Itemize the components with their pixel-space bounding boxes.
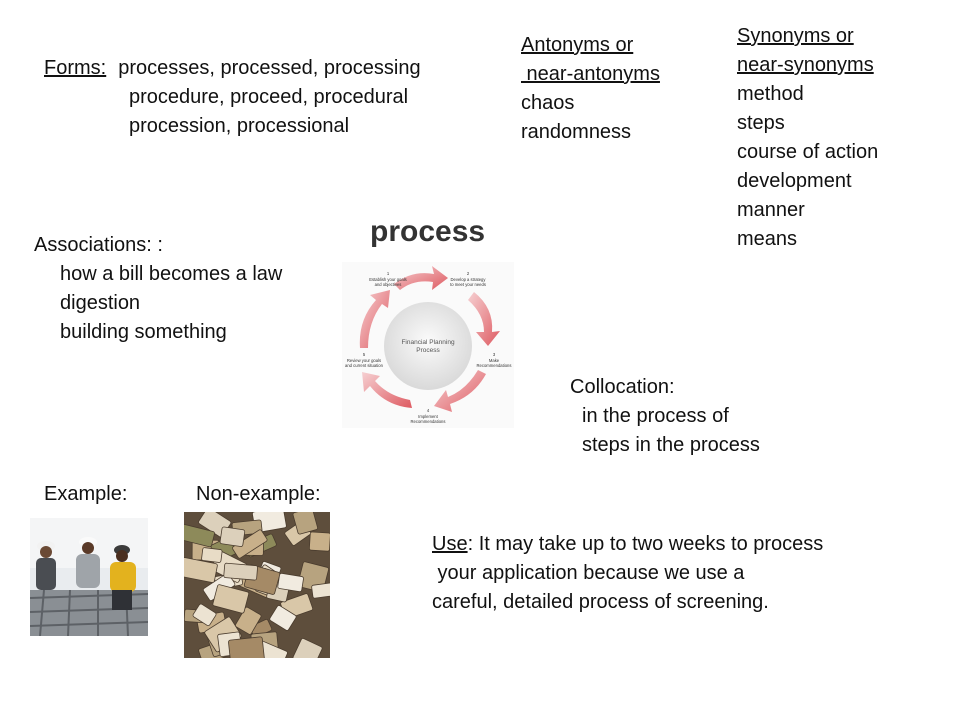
- association-item: how a bill becomes a law: [60, 263, 283, 285]
- forms-values-3: procession, processional: [129, 115, 350, 137]
- antonym-item: chaos: [521, 92, 575, 114]
- use-sentence-1: : It may take up to two weeks to process: [467, 533, 824, 555]
- diagram-center-label-2: Process: [416, 347, 440, 354]
- antonyms-heading-1: Antonyms or: [521, 34, 634, 56]
- stone-block: [311, 581, 330, 599]
- synonym-item: development: [737, 170, 852, 192]
- process-cycle-diagram: Financial Planning Process 1 Establish y…: [342, 262, 514, 428]
- stone-block: [201, 547, 223, 563]
- forms-line1: Forms: processes, processed, processing: [44, 54, 421, 83]
- association-item: building something: [60, 321, 227, 343]
- stone-block: [192, 603, 217, 627]
- collocation-item: in the process of: [582, 405, 729, 427]
- collocation-item: steps in the process: [582, 434, 760, 456]
- step-number: 3: [493, 352, 496, 357]
- step-label: Review your goals: [347, 358, 381, 363]
- use-line1: Use: It may take up to two weeks to proc…: [432, 530, 823, 559]
- step-number: 1: [387, 271, 390, 276]
- vocabulary-word: process: [370, 215, 486, 248]
- use-term: Use: [432, 533, 468, 555]
- synonym-item: means: [737, 228, 798, 250]
- cycle-arrow: [359, 290, 390, 348]
- step-label: Develop a strategy: [451, 277, 487, 282]
- stone-block: [228, 636, 265, 658]
- use-section: Use: It may take up to two weeks to proc…: [432, 530, 823, 617]
- nonexample-label: Non-example:: [196, 483, 321, 505]
- association-item: digestion: [60, 292, 141, 314]
- associations-heading: Associations: :: [34, 234, 163, 256]
- synonyms-heading-2: near-synonyms: [737, 54, 874, 76]
- use-sentence-2: your application because we use a: [432, 562, 745, 584]
- stone-block: [292, 512, 318, 535]
- example-label: Example:: [44, 483, 128, 505]
- collocation-section: Collocation: in the process of steps in …: [570, 373, 760, 460]
- stone-block: [223, 562, 258, 581]
- antonyms-heading-2: near-antonyms: [521, 63, 660, 85]
- synonym-item: manner: [737, 199, 805, 221]
- synonym-item: course of action: [737, 141, 879, 163]
- antonyms-section: Antonyms or near-antonyms chaos randomne…: [521, 31, 660, 147]
- forms-values-1: processes, processed, processing: [118, 57, 421, 79]
- cycle-arrow: [394, 266, 448, 290]
- step-label: to meet your needs: [450, 282, 486, 287]
- step-label: Recommendations: [477, 363, 512, 368]
- use-sentence-3: careful, detailed process of screening.: [432, 591, 769, 613]
- synonym-item: steps: [737, 112, 785, 134]
- step-label: and current situation: [345, 363, 384, 368]
- stone-block: [184, 523, 215, 548]
- step-number: 4: [427, 408, 430, 413]
- stone-block: [212, 584, 250, 614]
- nonexample-photo-stones: [184, 512, 330, 658]
- stone-block: [308, 531, 330, 552]
- collocation-heading: Collocation:: [570, 376, 675, 398]
- synonym-item: method: [737, 83, 804, 105]
- step-label: Recommendations: [411, 419, 446, 424]
- cycle-arrow: [434, 370, 486, 412]
- stone-block: [232, 529, 268, 559]
- synonyms-section: Synonyms or near-synonyms method steps c…: [737, 22, 878, 254]
- forms-values-2: procedure, proceed, procedural: [129, 86, 409, 108]
- step-label: Make: [489, 358, 500, 363]
- stone-block: [277, 572, 304, 593]
- associations-section: Associations: : how a bill becomes a law…: [34, 231, 282, 347]
- diagram-center-circle: [384, 302, 472, 390]
- forms-term: Forms:: [44, 57, 107, 79]
- forms-section: Forms: processes, processed, processing p…: [44, 54, 421, 141]
- cycle-arrow: [468, 292, 500, 346]
- antonym-item: randomness: [521, 121, 632, 143]
- cycle-arrow: [362, 372, 412, 408]
- example-photo-workers: [30, 518, 148, 636]
- diagram-center-label-1: Financial Planning: [401, 339, 455, 346]
- synonyms-heading-1: Synonyms or: [737, 25, 854, 47]
- stone-block: [219, 526, 246, 547]
- stone-block: [184, 557, 218, 583]
- stone-block: [235, 606, 262, 635]
- stone-block: [269, 605, 297, 631]
- step-label: and objectives: [375, 282, 402, 287]
- step-number: 5: [363, 352, 366, 357]
- step-label: Implement: [418, 414, 438, 419]
- step-label: Establish your goals: [369, 277, 406, 282]
- stone-block: [292, 638, 323, 658]
- step-number: 2: [467, 271, 470, 276]
